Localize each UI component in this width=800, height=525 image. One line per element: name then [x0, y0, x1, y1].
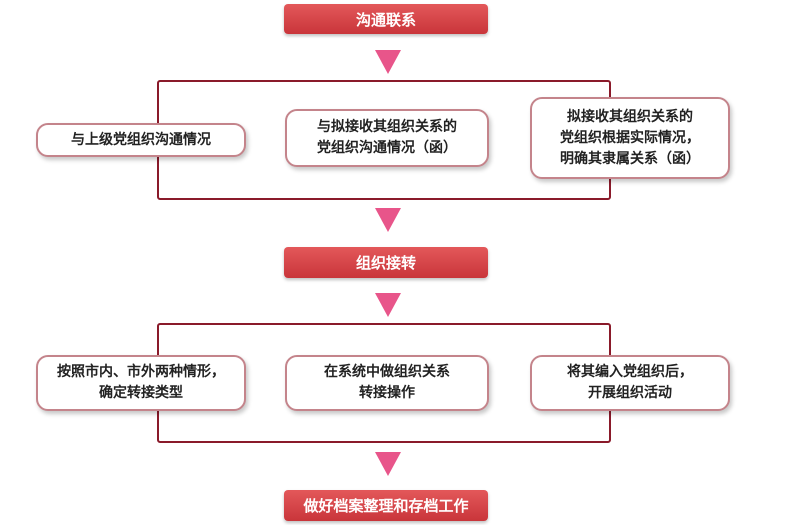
- group2-item-3: 将其编入党组织后， 开展组织活动: [530, 355, 730, 411]
- stage-label: 组织接转: [355, 254, 416, 272]
- item-text: 将其编入党组织后， 开展组织活动: [567, 364, 693, 401]
- group2-item-1: 按照市内、市外两种情形， 确定转接类型: [36, 355, 246, 411]
- stage-box-archive: 做好档案整理和存档工作: [284, 490, 488, 521]
- group1-item-2: 与拟接收其组织关系的 党组织沟通情况（函）: [285, 109, 489, 167]
- stage-label: 沟通联系: [355, 10, 416, 29]
- item-text: 在系统中做组织关系 转接操作: [324, 364, 450, 401]
- item-text: 按照市内、市外两种情形， 确定转接类型: [57, 364, 225, 401]
- group1-item-3: 拟接收其组织关系的 党组织根据实际情况， 明确其隶属关系（函）: [530, 97, 730, 179]
- group1-item-1: 与上级党组织沟通情况: [36, 123, 246, 157]
- down-arrow-icon: [375, 208, 401, 232]
- item-text: 与拟接收其组织关系的 党组织沟通情况（函）: [317, 119, 457, 156]
- item-text: 与上级党组织沟通情况: [71, 131, 211, 148]
- down-arrow-icon: [375, 293, 401, 317]
- stage-label: 做好档案整理和存档工作: [303, 497, 469, 515]
- group2-item-2: 在系统中做组织关系 转接操作: [285, 355, 489, 411]
- down-arrow-icon: [375, 50, 401, 74]
- item-text: 拟接收其组织关系的 党组织根据实际情况， 明确其隶属关系（函）: [560, 108, 700, 167]
- down-arrow-icon: [375, 452, 401, 476]
- stage-box-transfer: 组织接转: [284, 247, 488, 278]
- stage-box-contact: 沟通联系: [284, 4, 488, 34]
